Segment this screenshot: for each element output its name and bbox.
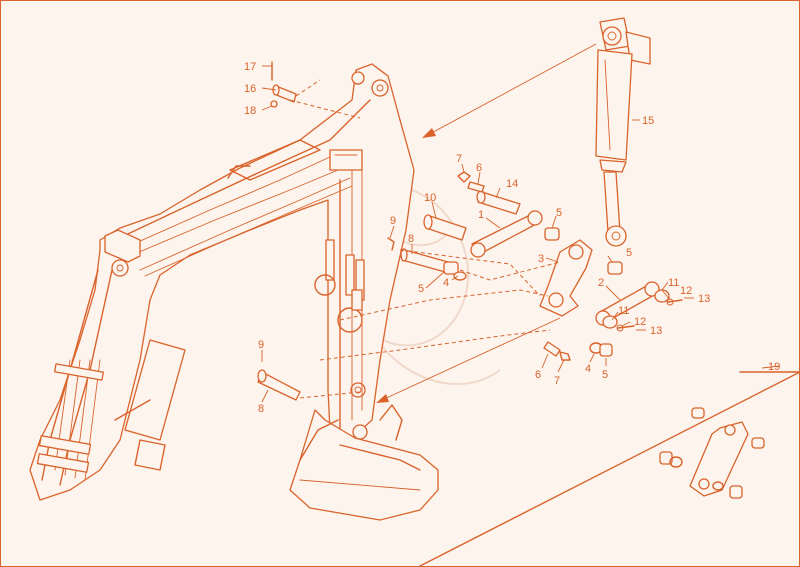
callout-11-b: 11	[618, 305, 629, 317]
bucket	[289, 404, 439, 521]
callout-19: 19	[768, 361, 780, 373]
direction-arrows	[376, 43, 597, 403]
callout-9-lower: 9	[258, 339, 264, 351]
callout-12-b: 12	[634, 316, 646, 328]
boom-assembly	[29, 63, 415, 501]
assembly-dashed-lines	[289, 79, 561, 399]
part-19-assembly	[419, 371, 800, 567]
link-parts	[257, 61, 683, 401]
callout-18: 18	[244, 105, 256, 117]
callout-16: 16	[244, 83, 256, 95]
callout-8-lower: 8	[258, 403, 264, 415]
callout-13-b: 13	[650, 325, 662, 337]
callout-12-a: 12	[680, 285, 692, 297]
callout-7-lower: 7	[554, 375, 560, 387]
callout-1: 1	[478, 209, 484, 221]
leader-lines	[261, 65, 781, 403]
callout-5-a: 5	[556, 207, 562, 219]
callouts: 17 16 18 15 7 6 14 10 1 5 9 8 3 5 5 4 2 …	[244, 61, 780, 415]
callout-2: 2	[598, 277, 604, 289]
callout-4-upper: 4	[443, 277, 449, 289]
callout-9-upper: 9	[390, 215, 396, 227]
callout-13-a: 13	[698, 293, 710, 305]
callout-5-c: 5	[418, 283, 424, 295]
callout-8-upper: 8	[408, 233, 414, 245]
callout-14: 14	[506, 178, 518, 190]
callout-3: 3	[538, 253, 544, 265]
callout-10: 10	[424, 192, 436, 204]
callout-11-a: 11	[668, 277, 679, 289]
callout-15: 15	[642, 115, 654, 127]
callout-7-upper: 7	[456, 153, 462, 165]
callout-4-lower: 4	[585, 363, 591, 375]
callout-17: 17	[244, 61, 256, 73]
callout-6-upper: 6	[476, 162, 482, 174]
callout-5-d: 5	[602, 369, 608, 381]
bucket-cylinder	[595, 17, 651, 247]
callout-5-b: 5	[626, 247, 632, 259]
callout-6-lower: 6	[535, 369, 541, 381]
